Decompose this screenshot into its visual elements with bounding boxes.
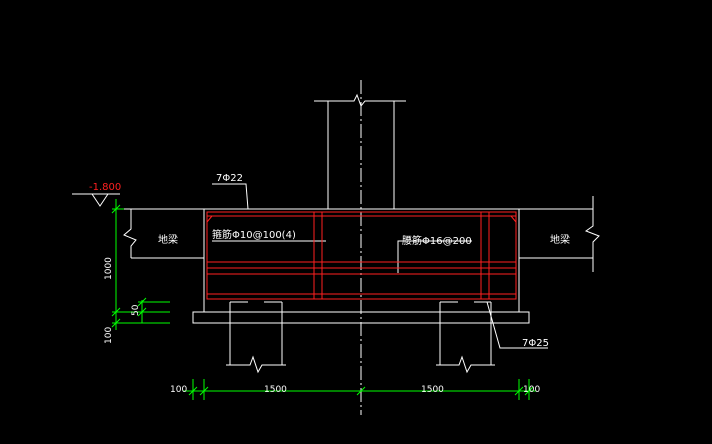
vdim-tick-3 — [111, 318, 121, 328]
stirrup-outer — [206, 211, 517, 300]
column-break-line — [314, 93, 406, 108]
waist-rebar-label: 腰筋Φ16@200 — [402, 234, 472, 247]
structure-outline — [72, 80, 600, 415]
hdim-tick-5 — [524, 386, 534, 396]
dim-100-left: 100 — [170, 385, 187, 395]
hdim-tick-4 — [514, 386, 524, 396]
right-beam-break — [584, 196, 600, 272]
bottom-rebar-label: 7Φ25 — [522, 338, 549, 349]
elevation-label: -1.800 — [89, 182, 121, 193]
left-pile-break — [226, 355, 286, 374]
dim-1500-left: 1500 — [264, 385, 287, 395]
dim-50: 50 — [131, 304, 141, 316]
right-beam-label: 地梁 — [550, 233, 570, 246]
dim-1000: 1000 — [104, 257, 114, 280]
hdim-tick-1 — [188, 386, 198, 396]
rebar-group — [206, 211, 517, 300]
dimension-lines — [111, 199, 536, 400]
hdim-tick-3 — [356, 386, 366, 396]
top-rebar-leader — [212, 183, 249, 210]
vdim-tick-1 — [111, 204, 121, 214]
dim-100-vertical: 100 — [104, 327, 114, 344]
left-beam-label: 地梁 — [158, 233, 178, 246]
annotations: -1.800 7Φ22 箍筋Φ10@100(4) 腰筋Φ16@200 地梁 地梁… — [89, 173, 570, 395]
vdim-tick-5 — [137, 307, 147, 317]
right-hook — [510, 215, 517, 223]
vdim-tick-4 — [137, 297, 147, 307]
hdim-tick-2 — [199, 386, 209, 396]
left-beam-break — [123, 209, 137, 258]
bottom-pad — [192, 311, 530, 324]
right-pile-break — [436, 355, 495, 374]
dim-1500-right: 1500 — [421, 385, 444, 395]
vdim-tick-2 — [111, 307, 121, 317]
left-hook — [206, 215, 213, 223]
top-rebar-label: 7Φ22 — [216, 173, 243, 184]
stirrup-label: 箍筋Φ10@100(4) — [212, 228, 296, 241]
dim-100-right: 100 — [523, 385, 540, 395]
bottom-rebar-leader — [486, 301, 548, 349]
elevation-triangle — [91, 193, 109, 207]
